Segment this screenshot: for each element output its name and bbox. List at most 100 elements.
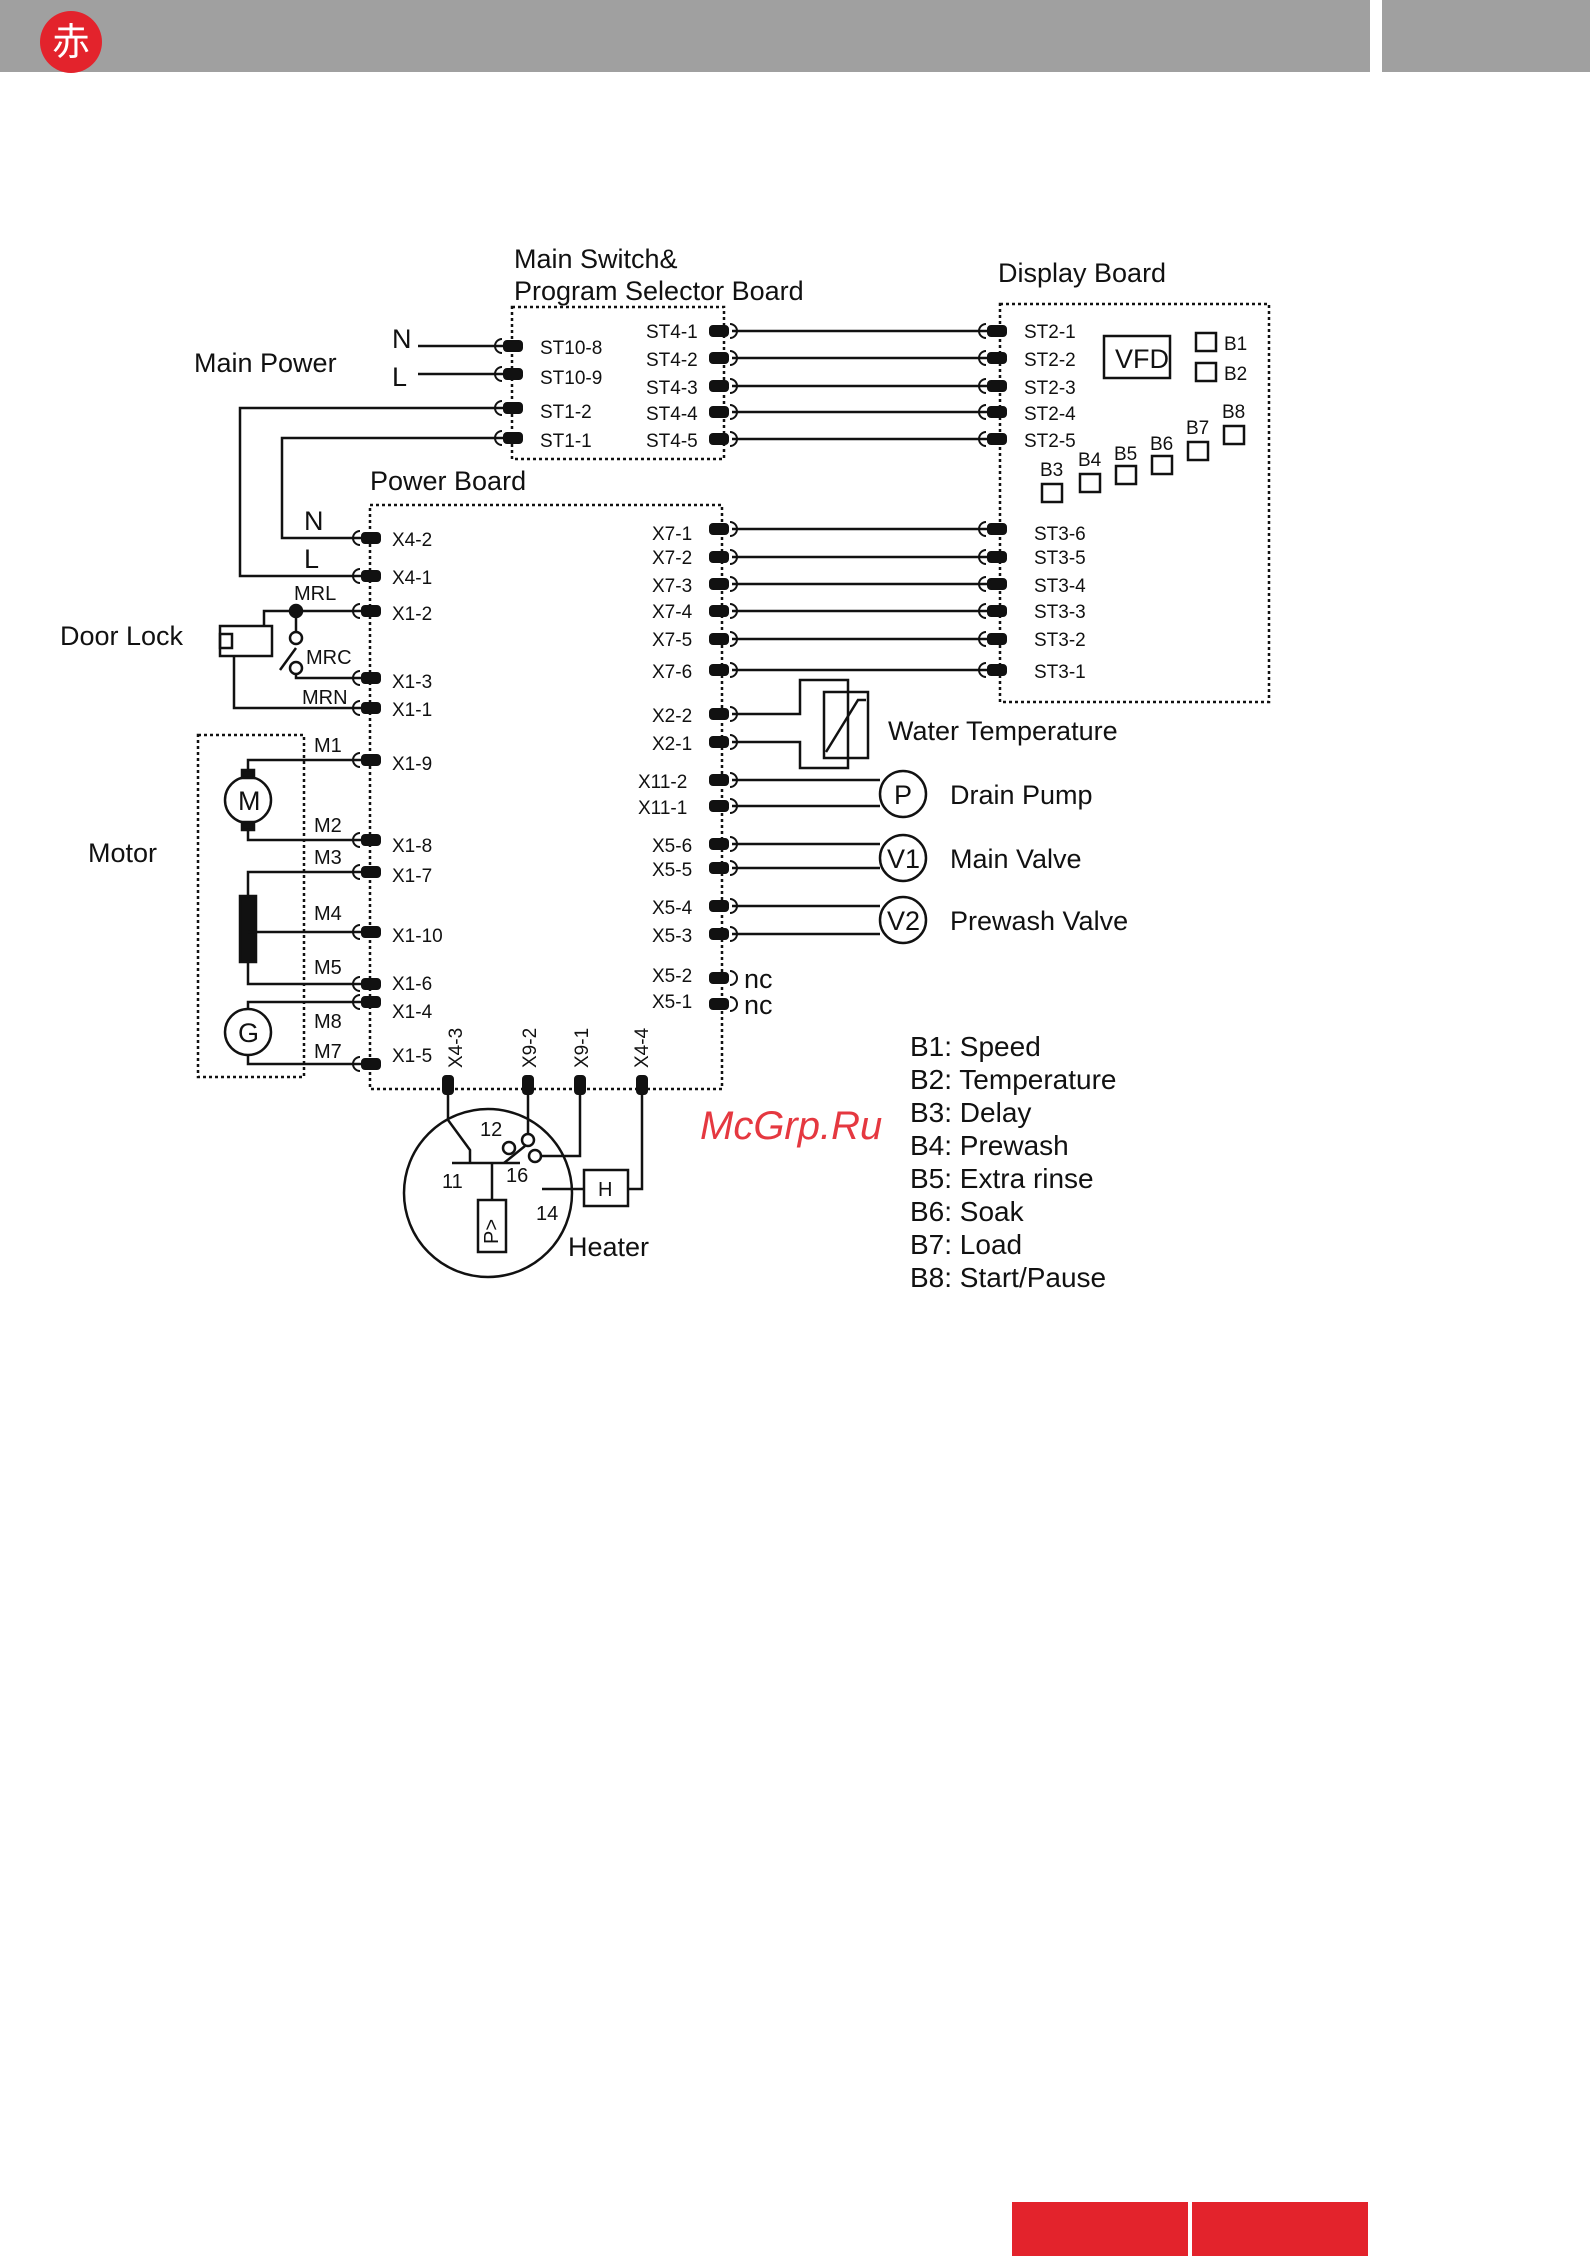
connector-pin xyxy=(361,866,381,878)
connector-pin xyxy=(503,402,523,414)
legend-item: B4: Prewash xyxy=(910,1130,1069,1161)
x2-2: X2-2 xyxy=(652,706,692,727)
st10-8: ST10-8 xyxy=(540,338,602,359)
st2-4: ST2-4 xyxy=(1024,404,1076,425)
connector-socket xyxy=(729,798,738,814)
pump-p-symbol: P xyxy=(894,780,912,810)
x5-3: X5-3 xyxy=(652,926,692,947)
power-n-label: N xyxy=(304,506,324,536)
valve-v2-symbol: V2 xyxy=(887,906,920,936)
connector-socket xyxy=(352,530,361,546)
brand-logo: 赤 xyxy=(40,11,102,73)
m7-label: M7 xyxy=(314,1041,342,1063)
motor-box xyxy=(196,733,306,1079)
legend-item: B1: Speed xyxy=(910,1031,1041,1062)
connector-pin xyxy=(709,972,729,984)
switch-14: 14 xyxy=(536,1203,558,1225)
heater-label: Heater xyxy=(568,1232,649,1262)
connector-socket xyxy=(978,603,987,619)
connector-socket xyxy=(729,323,738,339)
legend-item: B2: Temperature xyxy=(910,1064,1117,1095)
connector-socket xyxy=(352,670,361,686)
connector-pin xyxy=(361,996,381,1008)
connector-pin xyxy=(709,406,729,418)
m3-label: M3 xyxy=(314,847,342,869)
connector-socket xyxy=(978,521,987,537)
connector-pin xyxy=(987,325,1007,337)
st1-2: ST1-2 xyxy=(540,402,592,423)
x4-1: X4-1 xyxy=(392,568,432,589)
footer-block-right xyxy=(1192,2202,1368,2256)
connector-socket xyxy=(978,431,987,447)
motor-label: Motor xyxy=(88,838,157,868)
x5-6: X5-6 xyxy=(652,836,692,857)
b7: B7 xyxy=(1186,418,1209,439)
connector-pin xyxy=(522,1075,534,1095)
connector-socket xyxy=(729,836,738,852)
heater-h-symbol: H xyxy=(598,1179,612,1201)
connector-pin xyxy=(987,664,1007,676)
x1-3: X1-3 xyxy=(392,672,432,693)
connector-pin xyxy=(709,605,729,617)
switch-11: 11 xyxy=(442,1171,463,1193)
connector-pin xyxy=(503,368,523,380)
b2: B2 xyxy=(1224,364,1247,385)
m4-label: M4 xyxy=(314,903,342,925)
connector-pin xyxy=(987,551,1007,563)
b5: B5 xyxy=(1114,444,1137,465)
connector-pin xyxy=(361,1058,381,1070)
m1-label: M1 xyxy=(314,735,342,757)
st4-2: ST4-2 xyxy=(646,350,698,371)
connector-socket xyxy=(494,400,503,416)
legend-item: B6: Soak xyxy=(910,1196,1025,1227)
st2-5: ST2-5 xyxy=(1024,431,1076,452)
x1-1: X1-1 xyxy=(392,700,432,721)
connector-pin xyxy=(709,800,729,812)
main-switch-subtitle: Program Selector Board xyxy=(514,276,804,306)
mrc-label: MRC xyxy=(306,647,352,669)
connector-pin xyxy=(503,340,523,352)
display-board-title: Display Board xyxy=(998,258,1166,288)
connector-socket xyxy=(729,996,738,1012)
connector-socket xyxy=(494,430,503,446)
x1-9: X1-9 xyxy=(392,754,432,775)
connector-socket xyxy=(978,631,987,647)
st2-2: ST2-2 xyxy=(1024,350,1076,371)
connector-pin xyxy=(361,702,381,714)
connector-pin xyxy=(709,774,729,786)
connector-pin xyxy=(709,998,729,1010)
x5-1: X5-1 xyxy=(652,992,692,1013)
connector-pin xyxy=(987,406,1007,418)
st10-9: ST10-9 xyxy=(540,368,602,389)
x1-5: X1-5 xyxy=(392,1046,432,1067)
power-l-label: L xyxy=(304,544,319,574)
x1-7: X1-7 xyxy=(392,866,432,887)
connector-socket xyxy=(729,970,738,986)
connector-socket xyxy=(494,338,503,354)
connector-pin xyxy=(503,432,523,444)
connector-pin xyxy=(709,664,729,676)
connector-socket xyxy=(978,662,987,678)
button-legend: B1: Speed B2: Temperature B3: Delay B4: … xyxy=(910,1031,1117,1293)
footer-block-left xyxy=(1012,2202,1188,2256)
st3-1: ST3-1 xyxy=(1034,662,1086,683)
st2-1: ST2-1 xyxy=(1024,322,1076,343)
connector-pin xyxy=(709,433,729,445)
connector-socket xyxy=(729,576,738,592)
n-label: N xyxy=(392,324,412,354)
st4-1: ST4-1 xyxy=(646,322,698,343)
l-label: L xyxy=(392,362,407,392)
st1-1: ST1-1 xyxy=(540,431,592,452)
mrl-label: MRL xyxy=(294,583,336,605)
st3-3: ST3-3 xyxy=(1034,602,1086,623)
x4-2: X4-2 xyxy=(392,530,432,551)
connector-pin xyxy=(709,523,729,535)
connector-socket xyxy=(729,404,738,420)
connector-pin xyxy=(361,605,381,617)
connector-socket xyxy=(978,378,987,394)
connector-pin xyxy=(361,978,381,990)
connector-socket xyxy=(729,350,738,366)
connector-pin xyxy=(442,1075,454,1095)
connector-socket xyxy=(978,404,987,420)
connector-socket xyxy=(729,860,738,876)
